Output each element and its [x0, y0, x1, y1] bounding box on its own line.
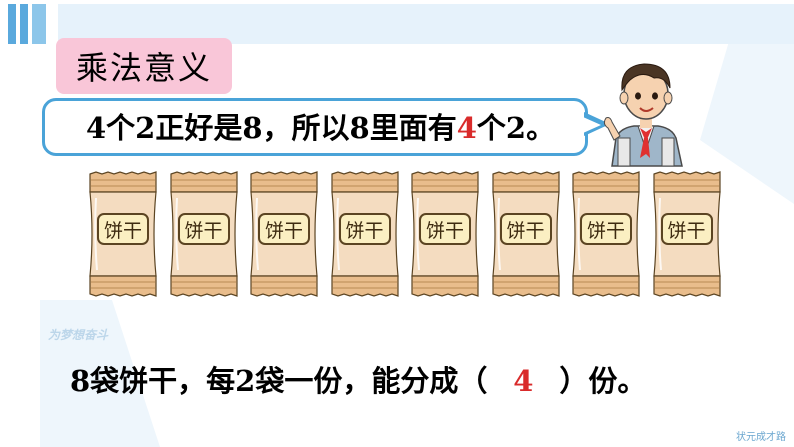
cookie-bag: 饼干 [410, 170, 480, 298]
watermark: 为梦想奋斗 [48, 328, 109, 342]
cookie-bag: 饼干 [571, 170, 641, 298]
question-answer: 4 [513, 364, 534, 398]
cookie-bag: 饼干 [330, 170, 400, 298]
question-before: 8袋饼干，每2袋一份，能分成（ [70, 364, 488, 398]
speech-text-part2: 个2。 [476, 111, 556, 145]
corner-mark: 状元成才路 [736, 432, 786, 443]
cookie-bag-label: 饼干 [338, 213, 391, 245]
cookie-bag-label: 饼干 [660, 213, 713, 245]
cookie-bag: 饼干 [249, 170, 319, 298]
top-accent-bars [8, 4, 54, 44]
cookie-bag: 饼干 [169, 170, 239, 298]
cookie-bag-label: 饼干 [258, 213, 310, 245]
speech-bubble-tail-inner [583, 117, 601, 133]
cookie-bag: 饼干 [652, 170, 722, 298]
title-tag: 乘法意义 [56, 38, 232, 94]
cookie-bag: 饼干 [491, 170, 561, 298]
speech-text-part1: 4个2正好是8，所以8里面有 [86, 111, 457, 145]
cookie-bag-label: 饼干 [97, 213, 149, 245]
speech-text: 4个2正好是8，所以8里面有4个2。 [86, 104, 555, 152]
question-text: 8袋饼干，每2袋一份，能分成（ 4 ）份。 [70, 358, 646, 404]
cookie-bag-label: 饼干 [419, 213, 471, 245]
cookie-bag-label: 饼干 [580, 213, 632, 245]
speech-text-highlight: 4 [456, 111, 477, 145]
top-header-band [58, 4, 794, 44]
cookie-bag-label: 饼干 [499, 213, 552, 245]
question-after: ）份。 [559, 364, 647, 398]
cookie-bag: 饼干 [88, 170, 158, 298]
cookie-bag-label: 饼干 [177, 213, 230, 245]
boy-teacher-icon [603, 63, 683, 167]
